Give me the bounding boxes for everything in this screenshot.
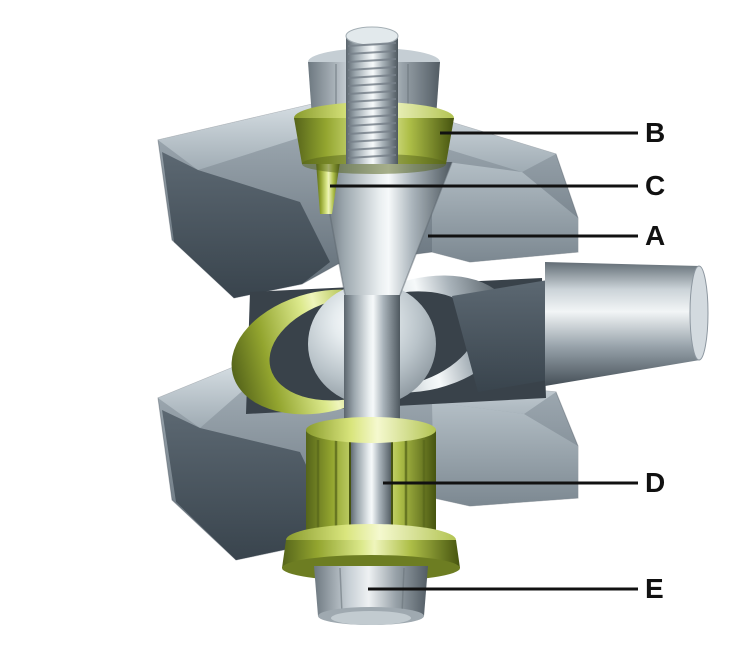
thread-lines bbox=[347, 42, 397, 159]
callout-label-a: A bbox=[645, 220, 666, 251]
threaded-stud bbox=[345, 26, 399, 164]
bottom-nut bbox=[314, 566, 428, 625]
leader-lines bbox=[330, 131, 638, 591]
callout-label-c: C bbox=[645, 170, 666, 201]
taper-collar-green bbox=[316, 162, 340, 214]
callout-label-b: B bbox=[645, 117, 666, 148]
lower-sleeve bbox=[306, 417, 436, 538]
tie-rod-arm bbox=[452, 262, 709, 392]
arm-end-cap bbox=[689, 265, 709, 361]
callout-label-d: D bbox=[645, 467, 666, 498]
callout-label-e: E bbox=[645, 573, 664, 604]
arm-socket bbox=[452, 280, 548, 392]
arm-shaft bbox=[545, 262, 700, 386]
